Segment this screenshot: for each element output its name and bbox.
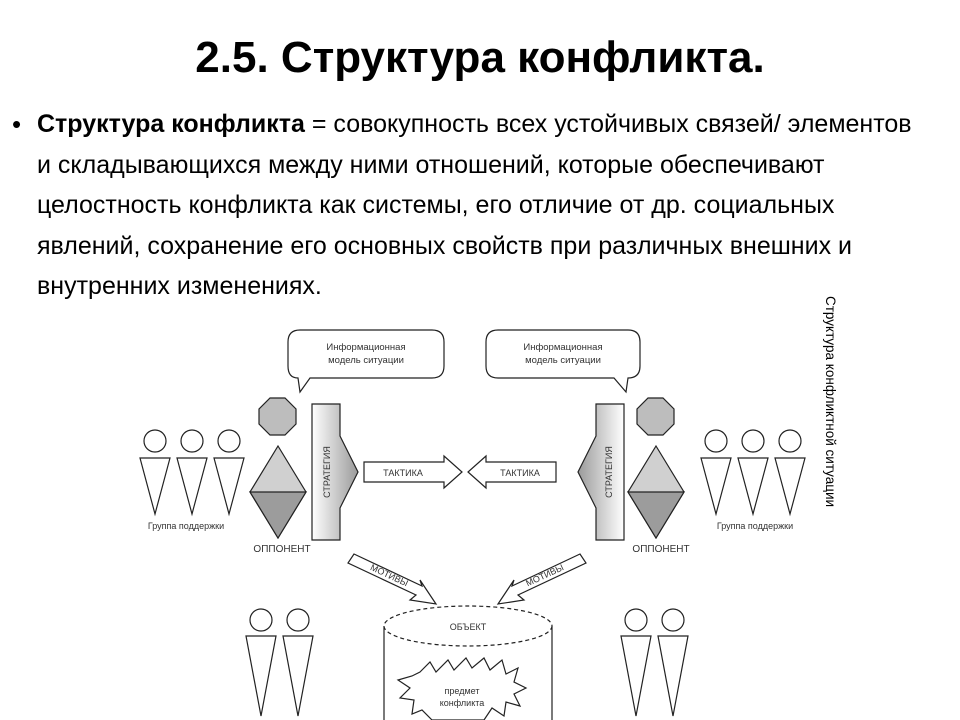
bottom-left-figure-2-head-icon: [286, 608, 310, 632]
bottom-right-figure-1-head-icon: [624, 608, 648, 632]
supporter-right-2-head-icon: [741, 429, 765, 453]
supporter-right-2-body-icon: [737, 457, 769, 517]
supporter-right-3-body-icon: [774, 457, 806, 517]
bullet-term: Структура конфликта: [37, 110, 305, 138]
object-cylinder: [383, 626, 553, 720]
conflict-subject-line1: предмет: [445, 686, 480, 696]
strategy-arrow-right: [577, 403, 625, 541]
supporter-left-2-body-icon: [176, 457, 208, 517]
info-model-right-line2: модель ситуации: [525, 355, 601, 366]
supporter-left-1-head-icon: [143, 429, 167, 453]
support-group-left-label: Группа поддержки: [148, 521, 224, 531]
object-cylinder-top: [383, 605, 553, 647]
tactic-left-label: ТАКТИКА: [383, 468, 423, 478]
opponent-left-body-shade: [248, 491, 308, 540]
slide-title: 2.5. Структура конфликта.: [195, 33, 765, 82]
tactic-arrow-right: [467, 454, 557, 490]
info-model-left-line2: модель ситуации: [328, 355, 404, 366]
definition-bullet: • Структура конфликта = совокупность все…: [12, 104, 917, 307]
info-model-bubble-right: [485, 329, 641, 394]
bullet-paragraph: Структура конфликта = совокупность всех …: [37, 104, 917, 307]
conflict-subject-burst-icon: [396, 657, 528, 720]
opponent-right-head-icon: [636, 397, 675, 436]
bottom-left-figure-1-head-icon: [249, 608, 273, 632]
bottom-left-figure-1-body-icon: [245, 635, 277, 717]
opponent-right-label: ОППОНЕНТ: [632, 544, 689, 555]
strategy-left-label: СТРАТЕГИЯ: [322, 446, 332, 498]
motives-arrow-right: [496, 553, 587, 605]
support-group-right-label: Группа поддержки: [717, 521, 793, 531]
motives-arrow-left: [347, 553, 438, 605]
bottom-left-figure-2-body-icon: [282, 635, 314, 717]
opponent-left-head-icon: [258, 397, 297, 436]
figure-caption: Структура конфликтной ситуации: [823, 296, 838, 508]
supporter-left-3-body-icon: [213, 457, 245, 517]
bullet-dot-icon: •: [12, 109, 22, 139]
supporter-right-3-head-icon: [778, 429, 802, 453]
strategy-right-label: СТРАТЕГИЯ: [604, 446, 614, 498]
bottom-right-figure-2-body-icon: [657, 635, 689, 717]
supporter-left-2-head-icon: [180, 429, 204, 453]
opponent-left-label: ОППОНЕНТ: [253, 544, 310, 555]
supporter-right-1-head-icon: [704, 429, 728, 453]
tactic-arrow-left: [363, 454, 463, 490]
bottom-right-figure-2-head-icon: [661, 608, 685, 632]
info-model-bubble-left: [287, 329, 445, 394]
info-model-right-line1: Информационная: [523, 342, 602, 353]
opponent-right-body-shade: [626, 491, 686, 540]
supporter-left-1-body-icon: [139, 457, 171, 517]
supporter-left-3-head-icon: [217, 429, 241, 453]
object-label: ОБЪЕКТ: [450, 622, 487, 632]
bullet-definition: = совокупность всех устойчивых связей/ э…: [37, 110, 912, 300]
strategy-arrow-left: [311, 403, 359, 541]
info-model-left-line1: Информационная: [326, 342, 405, 353]
bottom-right-figure-1-body-icon: [620, 635, 652, 717]
supporter-right-1-body-icon: [700, 457, 732, 517]
tactic-right-label: ТАКТИКА: [500, 468, 540, 478]
conflict-subject-line2: конфликта: [440, 698, 485, 708]
